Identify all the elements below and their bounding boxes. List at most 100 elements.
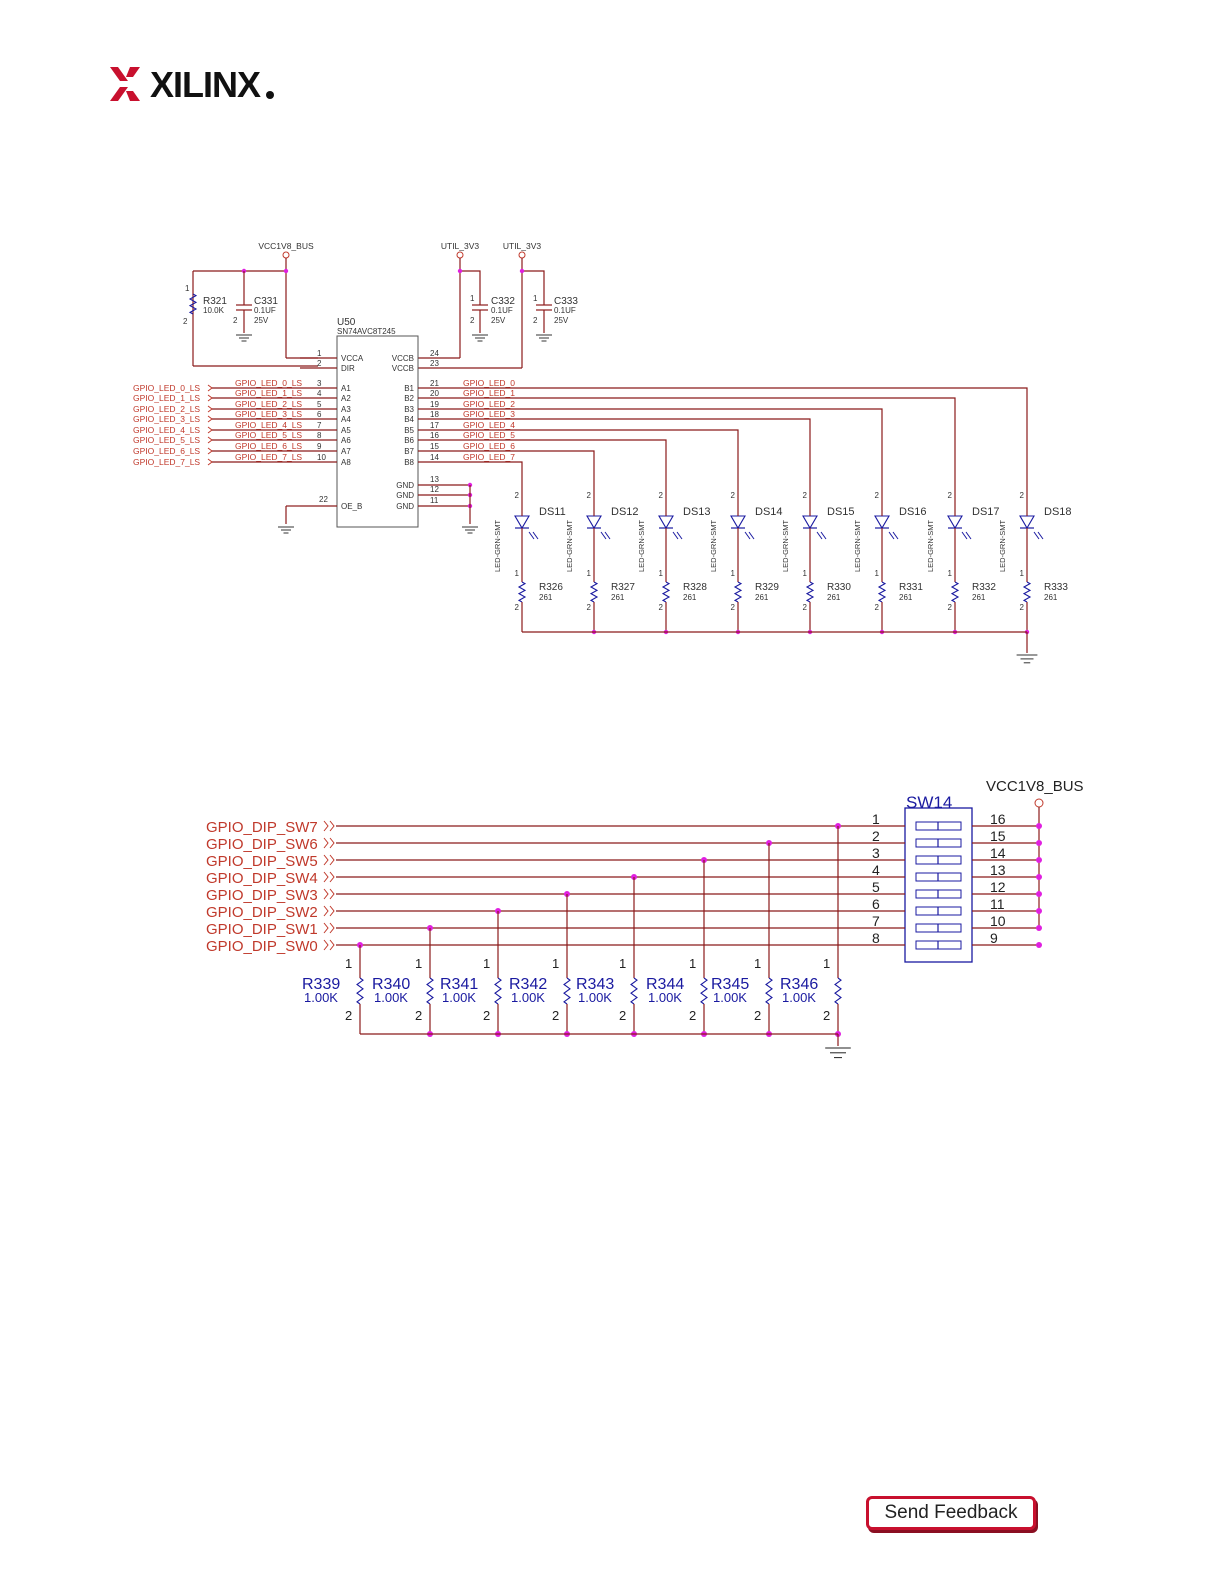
- pin-number: 3: [872, 845, 880, 861]
- pulldown-resistor-icon: [630, 977, 638, 1005]
- resistor-value: 1.00K: [782, 990, 816, 1005]
- u50-ref: U50: [337, 317, 356, 328]
- pin-number: 2: [1020, 491, 1025, 500]
- pin-name: A2: [341, 394, 351, 403]
- pin-name: GND: [396, 502, 414, 511]
- port-label: GPIO_LED_6_LS: [133, 446, 200, 456]
- port-arrow-icon: [323, 922, 329, 934]
- pin-number: 11: [430, 496, 439, 505]
- led-part-label: LED-GRN-SMT: [709, 519, 718, 572]
- pin-number: 2: [823, 1008, 830, 1023]
- resistor-value: 1.00K: [578, 990, 612, 1005]
- pin-number: 16: [990, 811, 1006, 827]
- pin-number: 1: [948, 569, 953, 578]
- ground-symbol: [1016, 654, 1038, 664]
- net-label: GPIO_LED_3_LS: [235, 409, 302, 419]
- pin-number: 20: [430, 389, 439, 398]
- pulldown-resistor-icon: [700, 977, 708, 1005]
- pin-name: A7: [341, 447, 351, 456]
- pin-number: 7: [872, 913, 880, 929]
- port-arrow-icon: [323, 837, 329, 849]
- port-label: GPIO_LED_2_LS: [133, 404, 200, 414]
- led-emission-icon: [965, 531, 972, 540]
- power-port-icon: [282, 251, 290, 259]
- power-port-icon: [518, 251, 526, 259]
- net-label: GPIO_LED_4_LS: [235, 420, 302, 430]
- port-arrow-icon: [207, 426, 213, 434]
- net-label: GPIO_LED_0: [463, 378, 515, 388]
- pin-name: A3: [341, 405, 351, 414]
- junction-dot: [457, 268, 463, 274]
- pin-number: 1: [872, 811, 880, 827]
- pin-number: 1: [345, 956, 352, 971]
- led-ref: DS16: [899, 506, 927, 518]
- port-label: GPIO_LED_1_LS: [133, 393, 200, 403]
- wire: [418, 408, 883, 498]
- pin-name: B6: [404, 436, 414, 445]
- net-label: GPIO_LED_5_LS: [235, 430, 302, 440]
- pin-number: 8: [317, 431, 322, 440]
- pin-number: 22: [319, 495, 328, 504]
- resistor-ref: R321: [203, 296, 227, 307]
- pin-number: 23: [430, 359, 439, 368]
- resistor-value: 261: [899, 593, 913, 602]
- ground-symbol: [462, 526, 478, 534]
- led-emission-icon: [820, 531, 827, 540]
- pin-number: 1: [317, 349, 322, 358]
- pin-number: 2: [317, 359, 322, 368]
- pin-number: 2: [731, 603, 736, 612]
- pin-number: 15: [990, 828, 1006, 844]
- xilinx-logo: XILINX: [108, 64, 288, 105]
- port-label: GPIO_DIP_SW2: [206, 904, 318, 921]
- resistor-ref: R326: [539, 582, 563, 593]
- pin-number: 1: [552, 956, 559, 971]
- resistor-ref: R333: [1044, 582, 1068, 593]
- power-net-label: VCC1V8_BUS: [258, 241, 314, 251]
- send-feedback-button[interactable]: Send Feedback: [866, 1496, 1036, 1530]
- pin-number: 2: [470, 316, 475, 325]
- pin-number: 2: [803, 491, 808, 500]
- net-label: GPIO_LED_6_LS: [235, 441, 302, 451]
- junction-dot: [519, 268, 525, 274]
- led-diode-icon: [1019, 515, 1035, 530]
- pin-number: 2: [233, 316, 238, 325]
- xilinx-mark-icon: [110, 67, 140, 101]
- sw14-body: [904, 807, 973, 963]
- pin-number: 6: [872, 896, 880, 912]
- led-emission-icon: [892, 531, 899, 540]
- junction-dot: [1036, 874, 1042, 880]
- pin-number: 14: [430, 453, 439, 462]
- pin-name: GND: [396, 481, 414, 490]
- port-arrow-icon: [207, 384, 213, 392]
- led-emission-icon: [748, 531, 755, 540]
- pulldown-resistor-icon: [426, 977, 434, 1005]
- power-net-label: UTIL_3V3: [503, 241, 542, 251]
- net-label: GPIO_LED_2: [463, 399, 515, 409]
- resistor-ref: R342: [509, 976, 547, 993]
- pin-number: 15: [430, 442, 439, 451]
- pin-number: 24: [430, 349, 439, 358]
- led-ref: DS13: [683, 506, 711, 518]
- port-label: GPIO_DIP_SW3: [206, 887, 318, 904]
- led-ref: DS15: [827, 506, 855, 518]
- cap-voltage: 25V: [491, 316, 506, 325]
- led-part-label: LED-GRN-SMT: [926, 519, 935, 572]
- ground-symbol: [472, 334, 488, 342]
- pin-number: 1: [587, 569, 592, 578]
- port-arrow-icon: [329, 871, 335, 883]
- led-emission-icon: [1037, 531, 1044, 540]
- pin-number: 9: [317, 442, 322, 451]
- pin-name: B4: [404, 415, 414, 424]
- pin-number: 11: [990, 896, 1005, 912]
- resistor-ref: R328: [683, 582, 707, 593]
- pin-name: B8: [404, 458, 414, 467]
- port-arrow-icon: [207, 415, 213, 423]
- port-label: GPIO_LED_0_LS: [133, 383, 200, 393]
- resistor-ref: R343: [576, 976, 614, 993]
- net-label: GPIO_LED_6: [463, 441, 515, 451]
- port-arrow-icon: [329, 854, 335, 866]
- port-arrow-icon: [329, 820, 335, 832]
- ground-symbol: [825, 1047, 851, 1059]
- pin-number: 2: [689, 1008, 696, 1023]
